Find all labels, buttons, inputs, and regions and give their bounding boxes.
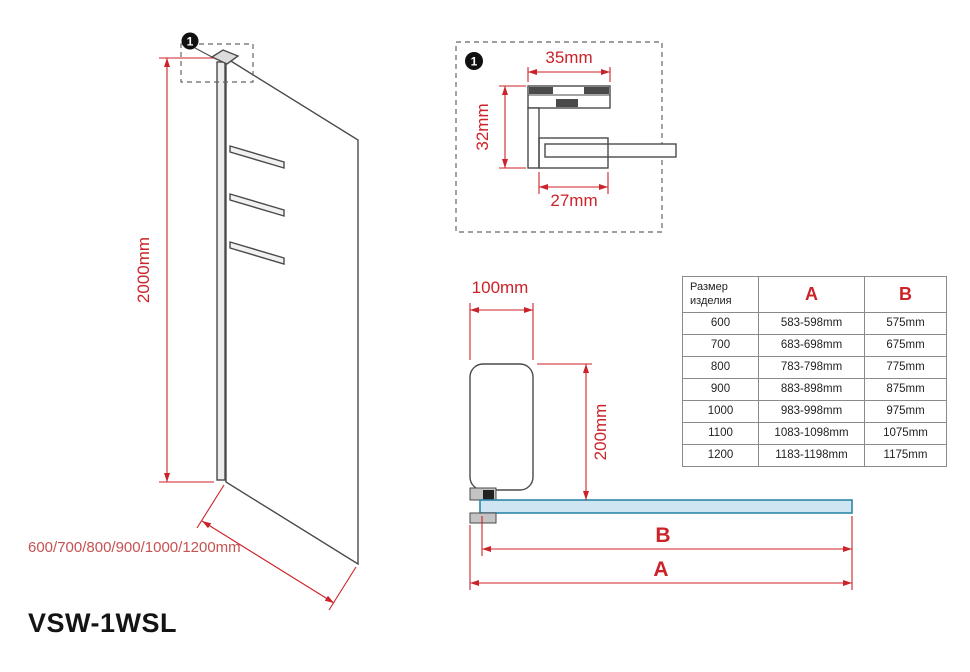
shelf-2	[229, 193, 285, 217]
cell-a: 1083-1098mm	[758, 421, 865, 445]
side-height-label: 32mm	[473, 103, 492, 150]
cell-b: 875mm	[864, 377, 947, 401]
cell-a: 783-798mm	[758, 355, 865, 379]
table-row: 1000 983-998mm 975mm	[682, 399, 947, 423]
detail-marker-badge	[465, 52, 483, 70]
top-width-label: 35mm	[545, 48, 592, 67]
front-view: 1 2000mm 600/700/800/900/1000/1200mm	[28, 32, 359, 611]
header-a: A	[758, 276, 865, 313]
cell-a: 883-898mm	[758, 377, 865, 401]
width-options-label: 600/700/800/900/1000/1200mm	[28, 539, 241, 556]
glass-panel	[225, 56, 359, 566]
size-table: Размер изделия A B 600 583-598mm 575mm 7…	[682, 276, 947, 467]
cell-size: 600	[682, 311, 759, 335]
ext-line	[328, 566, 357, 611]
ext-line	[196, 484, 225, 529]
cell-b: 1075mm	[864, 421, 947, 445]
detail-marker-badge	[181, 32, 199, 50]
dim-a-label: A	[653, 558, 668, 581]
side-view: 100mm 200mm B A	[469, 278, 853, 590]
header-b: B	[864, 276, 947, 313]
table-row: 600 583-598mm 575mm	[682, 311, 947, 335]
wall-profile-bar	[216, 61, 226, 481]
detail-marker-number: 1	[471, 55, 478, 69]
detail-callout-box	[180, 43, 254, 83]
bottom-width-label: 27mm	[550, 191, 597, 210]
profile-chamber	[556, 99, 578, 107]
header-size: Размер изделия	[682, 276, 759, 313]
table-row: 1200 1183-1198mm 1175mm	[682, 443, 947, 467]
cell-b: 975mm	[864, 399, 947, 423]
cell-size: 800	[682, 355, 759, 379]
cell-size: 1200	[682, 443, 759, 467]
profile-chamber	[529, 87, 553, 94]
cell-a: 983-998mm	[758, 399, 865, 423]
cell-a: 1183-1198mm	[758, 443, 865, 467]
shelf-3	[229, 241, 285, 265]
shelf-1	[229, 145, 285, 169]
cell-b: 575mm	[864, 311, 947, 335]
wall-bracket-side	[469, 363, 534, 491]
clamp-lower-piece	[469, 512, 497, 524]
cell-a: 583-598mm	[758, 311, 865, 335]
glass-clamp-channel	[538, 137, 609, 169]
cell-size: 1100	[682, 421, 759, 445]
bracket-height-label: 200mm	[591, 404, 610, 461]
clamp-block	[483, 490, 494, 500]
height-dimension-label: 2000mm	[134, 237, 153, 303]
dim-b-label: B	[655, 524, 670, 547]
detail-view: 1 35mm 32mm 27mm	[455, 41, 677, 233]
cell-b: 775mm	[864, 355, 947, 379]
glass-section	[544, 143, 677, 158]
table-header-row: Размер изделия A B	[682, 276, 947, 313]
detail-marker-number: 1	[187, 35, 194, 49]
marker-leader-line	[194, 47, 213, 58]
model-name: VSW-1WSL	[28, 608, 177, 638]
table-row: 900 883-898mm 875mm	[682, 377, 947, 401]
table-row: 800 783-798mm 775mm	[682, 355, 947, 379]
profile-top-cap	[210, 49, 240, 65]
cell-b: 1175mm	[864, 443, 947, 467]
dim-line-width	[201, 520, 335, 604]
detail-frame	[455, 41, 663, 233]
cell-size: 900	[682, 377, 759, 401]
profile-chamber	[584, 87, 609, 94]
cell-size: 1000	[682, 399, 759, 423]
cell-b: 675mm	[864, 333, 947, 357]
profile-left-leg	[527, 107, 540, 169]
table-row: 1100 1083-1098mm 1075mm	[682, 421, 947, 445]
cell-a: 683-698mm	[758, 333, 865, 357]
cell-size: 700	[682, 333, 759, 357]
table-row: 700 683-698mm 675mm	[682, 333, 947, 357]
glass-edge-bar	[479, 499, 853, 514]
depth-label: 100mm	[472, 278, 529, 297]
